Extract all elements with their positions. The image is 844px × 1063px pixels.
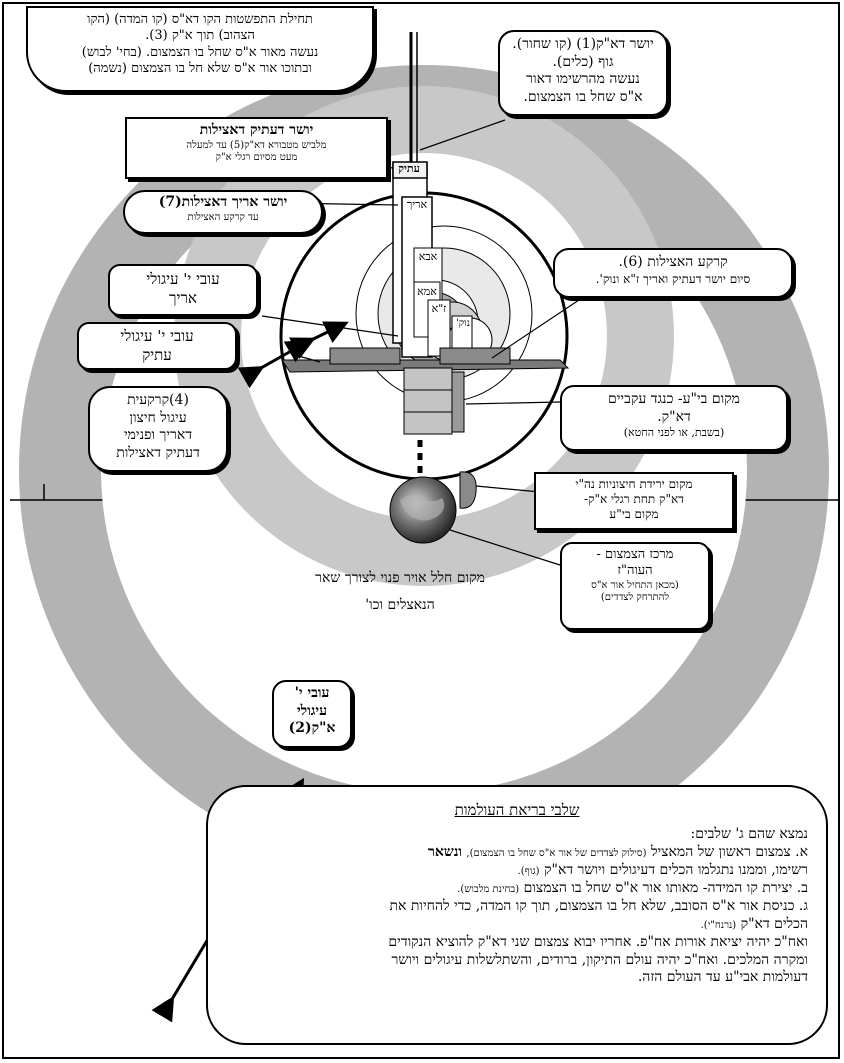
summary-c2-small: (נרנח"י). xyxy=(700,919,737,931)
summary-a2-small: (גוף). xyxy=(517,866,540,877)
karka-title: קרקע האצילות (6). xyxy=(618,254,728,270)
floor-plate-2 xyxy=(439,347,511,365)
ovi-ak-callout: עובי י' עיגולי א"ק(2) xyxy=(272,680,352,748)
atik-callout: יושר דעתיק דאצילות מלביש מטבורא דא"ק(5) … xyxy=(125,117,388,179)
yerida-line2: דא"ק תחת רגלי א"ק- xyxy=(584,492,684,506)
arikh-callout: יושר אריך דאצילות(7) עד קרקע האצילות xyxy=(123,190,323,234)
yosher-ak-line3: נעשה מהרשימו דאור xyxy=(526,71,640,87)
kav-start-line3: נעשה מאור א"ס שחל בו הצמצום. (בחי' לבוש) xyxy=(81,44,319,60)
summary-c2-main: הכלים דא"ק xyxy=(740,915,808,932)
kav-start-line1: תחילת התפשטות הקו דא"ס (קו המדה) (הקו xyxy=(87,12,313,27)
summary-c-main: ג. כניסת אור א"ס הסובב, שלא חל בו הצמצום… xyxy=(389,897,809,914)
karka-sub: סיום יושר דעתיק ואריך ז"א ונוק'. xyxy=(595,271,751,286)
summary-step-b: ב. יצירת קו המידה- מאותו אור א"ס שחל בו … xyxy=(226,880,808,898)
bya-line2: דא"ק. xyxy=(657,408,691,425)
atik-sub1: מלביש מטבורא דא"ק(5) עד למעלה xyxy=(186,139,327,151)
ovi-atik-callout: עובי י' עיגולי עתיק xyxy=(77,322,237,370)
summary-a-small: (סילוק לצדדים של אור א"ס שחל בו הצמצום), xyxy=(466,848,647,860)
abba-label: אבא xyxy=(418,250,438,263)
summary-intro: נמצא שהם ג' שלבים: xyxy=(690,826,808,843)
yosher-ak-line1: יושר דא"ק(1) (קו שחור). xyxy=(512,36,654,52)
summary-a2-main: רשימו, וממנו נתגלמו הכלים דעיגולים ויושר… xyxy=(544,862,808,878)
nukva-label: נוק' xyxy=(456,318,470,329)
summary-a-main: א. צמצום ראשון של המאציל xyxy=(650,844,808,861)
summary-b-main: ב. יצירת קו המידה- מאותו אור א"ס שחל בו … xyxy=(523,879,808,896)
summary-step-c2: הכלים דא"ק (נרנח"י). xyxy=(226,916,808,934)
arikh-box-label: אריך xyxy=(406,198,428,211)
chalal-label: מקום חלל אויר פנוי לצורך שאר הנאצלים וכו… xyxy=(270,565,530,618)
za-box xyxy=(427,299,451,357)
arikh-title: יושר אריך דאצילות(7) xyxy=(158,194,288,210)
karkait-line3: דאריך ופנימי xyxy=(123,427,193,443)
ovi-ak-line2: עיגולי xyxy=(296,702,328,719)
bya-line3: (בשבת, או לפני החטא) xyxy=(623,426,725,439)
merkaz-line2: העוה"ז xyxy=(617,563,653,579)
bya-blocks xyxy=(403,367,465,435)
summary-d1: ואח"כ יהיה יציאת אורות אח"פ. אחריו יבוא … xyxy=(388,933,808,950)
atik-box xyxy=(392,161,428,179)
floor-plate xyxy=(329,347,401,365)
atik-box-label: עתיק xyxy=(398,162,420,175)
summary-d3: דעולמות אבי"ע עד העולם הזה. xyxy=(637,969,808,986)
bya-line1: מקום בי"ע- כנגד עקביים xyxy=(608,391,740,407)
yerida-line1: מקום ירידת חיצוניות נה"י xyxy=(575,477,693,491)
globe-land xyxy=(400,495,445,521)
ovi-arikh-line1: עובי י' עיגולי xyxy=(146,270,220,288)
summary-step-a2: רשימו, וממנו נתגלמו הכלים דעיגולים ויושר… xyxy=(226,862,808,880)
kav-start-callout: תחילת התפשטות הקו דא"ס (קו המדה) (הקו הצ… xyxy=(26,6,374,92)
summary-step-a: א. צמצום ראשון של המאציל (סילוק לצדדים ש… xyxy=(226,844,808,862)
ovi-arikh-callout: עובי י' עיגולי אריך xyxy=(108,264,258,316)
feet-shape xyxy=(459,471,477,509)
merkaz-line1: מרכז הצמצום - xyxy=(596,547,674,562)
yerida-line3: מקום בי"ע xyxy=(609,507,659,521)
chalal-line2: הנאצלים וכו' xyxy=(365,596,435,613)
merkaz-callout: מרכז הצמצום - העוה"ז (מכאן התחיל אור א"ס… xyxy=(560,542,710,630)
ovi-arikh-line2: אריך xyxy=(169,288,197,307)
summary-d2: ומקרה המלכים. ואח"כ יהיה עולם התיקון, בר… xyxy=(391,951,809,968)
yerida-callout: מקום ירידת חיצוניות נה"י דא"ק תחת רגלי א… xyxy=(534,472,734,530)
yosher-ak-line2: גוף (כלים). xyxy=(552,53,614,70)
yosher-ak-line4: א"ס שחל בו הצמצום. xyxy=(523,88,643,105)
arikh-sub: עד קרקע האצילות xyxy=(187,211,259,223)
merkaz-line3: (מכאן התחיל אור א"ס xyxy=(591,579,679,591)
karkait-callout: (4)קרקעית עיגול חיצון דאריך ופנימי דעתיק… xyxy=(88,386,228,472)
summary-a-rest: ונשאר xyxy=(428,844,462,861)
kav-start-line4: ובתוכו אור א"ס שלא חל בו הצמצום (נשמה) xyxy=(88,60,312,76)
imma-label: אמא xyxy=(417,285,437,298)
summary-b-small: (בחינת מלבוש). xyxy=(457,883,520,895)
ovi-atik-line1: עובי י' עיגולי xyxy=(120,327,194,345)
karkait-line2: עיגול חיצון xyxy=(129,409,187,426)
za-label: ז"א xyxy=(431,302,447,315)
ovi-ak-line1: עובי י' xyxy=(294,685,330,701)
summary-box: שלבי בריאת העולמות נמצא שהם ג' שלבים: א.… xyxy=(206,785,828,1045)
merkaz-line4: להתרחק לצדדים) xyxy=(600,592,670,603)
yosher-ak-callout: יושר דא"ק(1) (קו שחור). גוף (כלים). נעשה… xyxy=(498,30,668,116)
karka-callout: קרקע האצילות (6). סיום יושר דעתיק ואריך … xyxy=(553,248,793,298)
kav-start-line2: הצהוב) תוך א"ק (3). xyxy=(145,28,255,44)
ovi-ak-line3: א"ק(2) xyxy=(288,720,336,736)
bya-callout: מקום בי"ע- כנגד עקביים דא"ק. (בשבת, או ל… xyxy=(560,385,788,451)
karkait-line1: (4)קרקעית xyxy=(127,392,189,408)
karkait-line4: דעתיק דאצילות xyxy=(116,444,200,461)
chalal-line1: מקום חלל אויר פנוי לצורך שאר xyxy=(315,570,485,586)
ovi-atik-line2: עתיק xyxy=(142,345,172,364)
summary-title: שלבי בריאת העולמות xyxy=(454,801,580,819)
atik-title: יושר דעתיק דאצילות xyxy=(199,122,314,138)
atik-sub2: מעט מסיום רגלי א"ק xyxy=(215,152,298,163)
